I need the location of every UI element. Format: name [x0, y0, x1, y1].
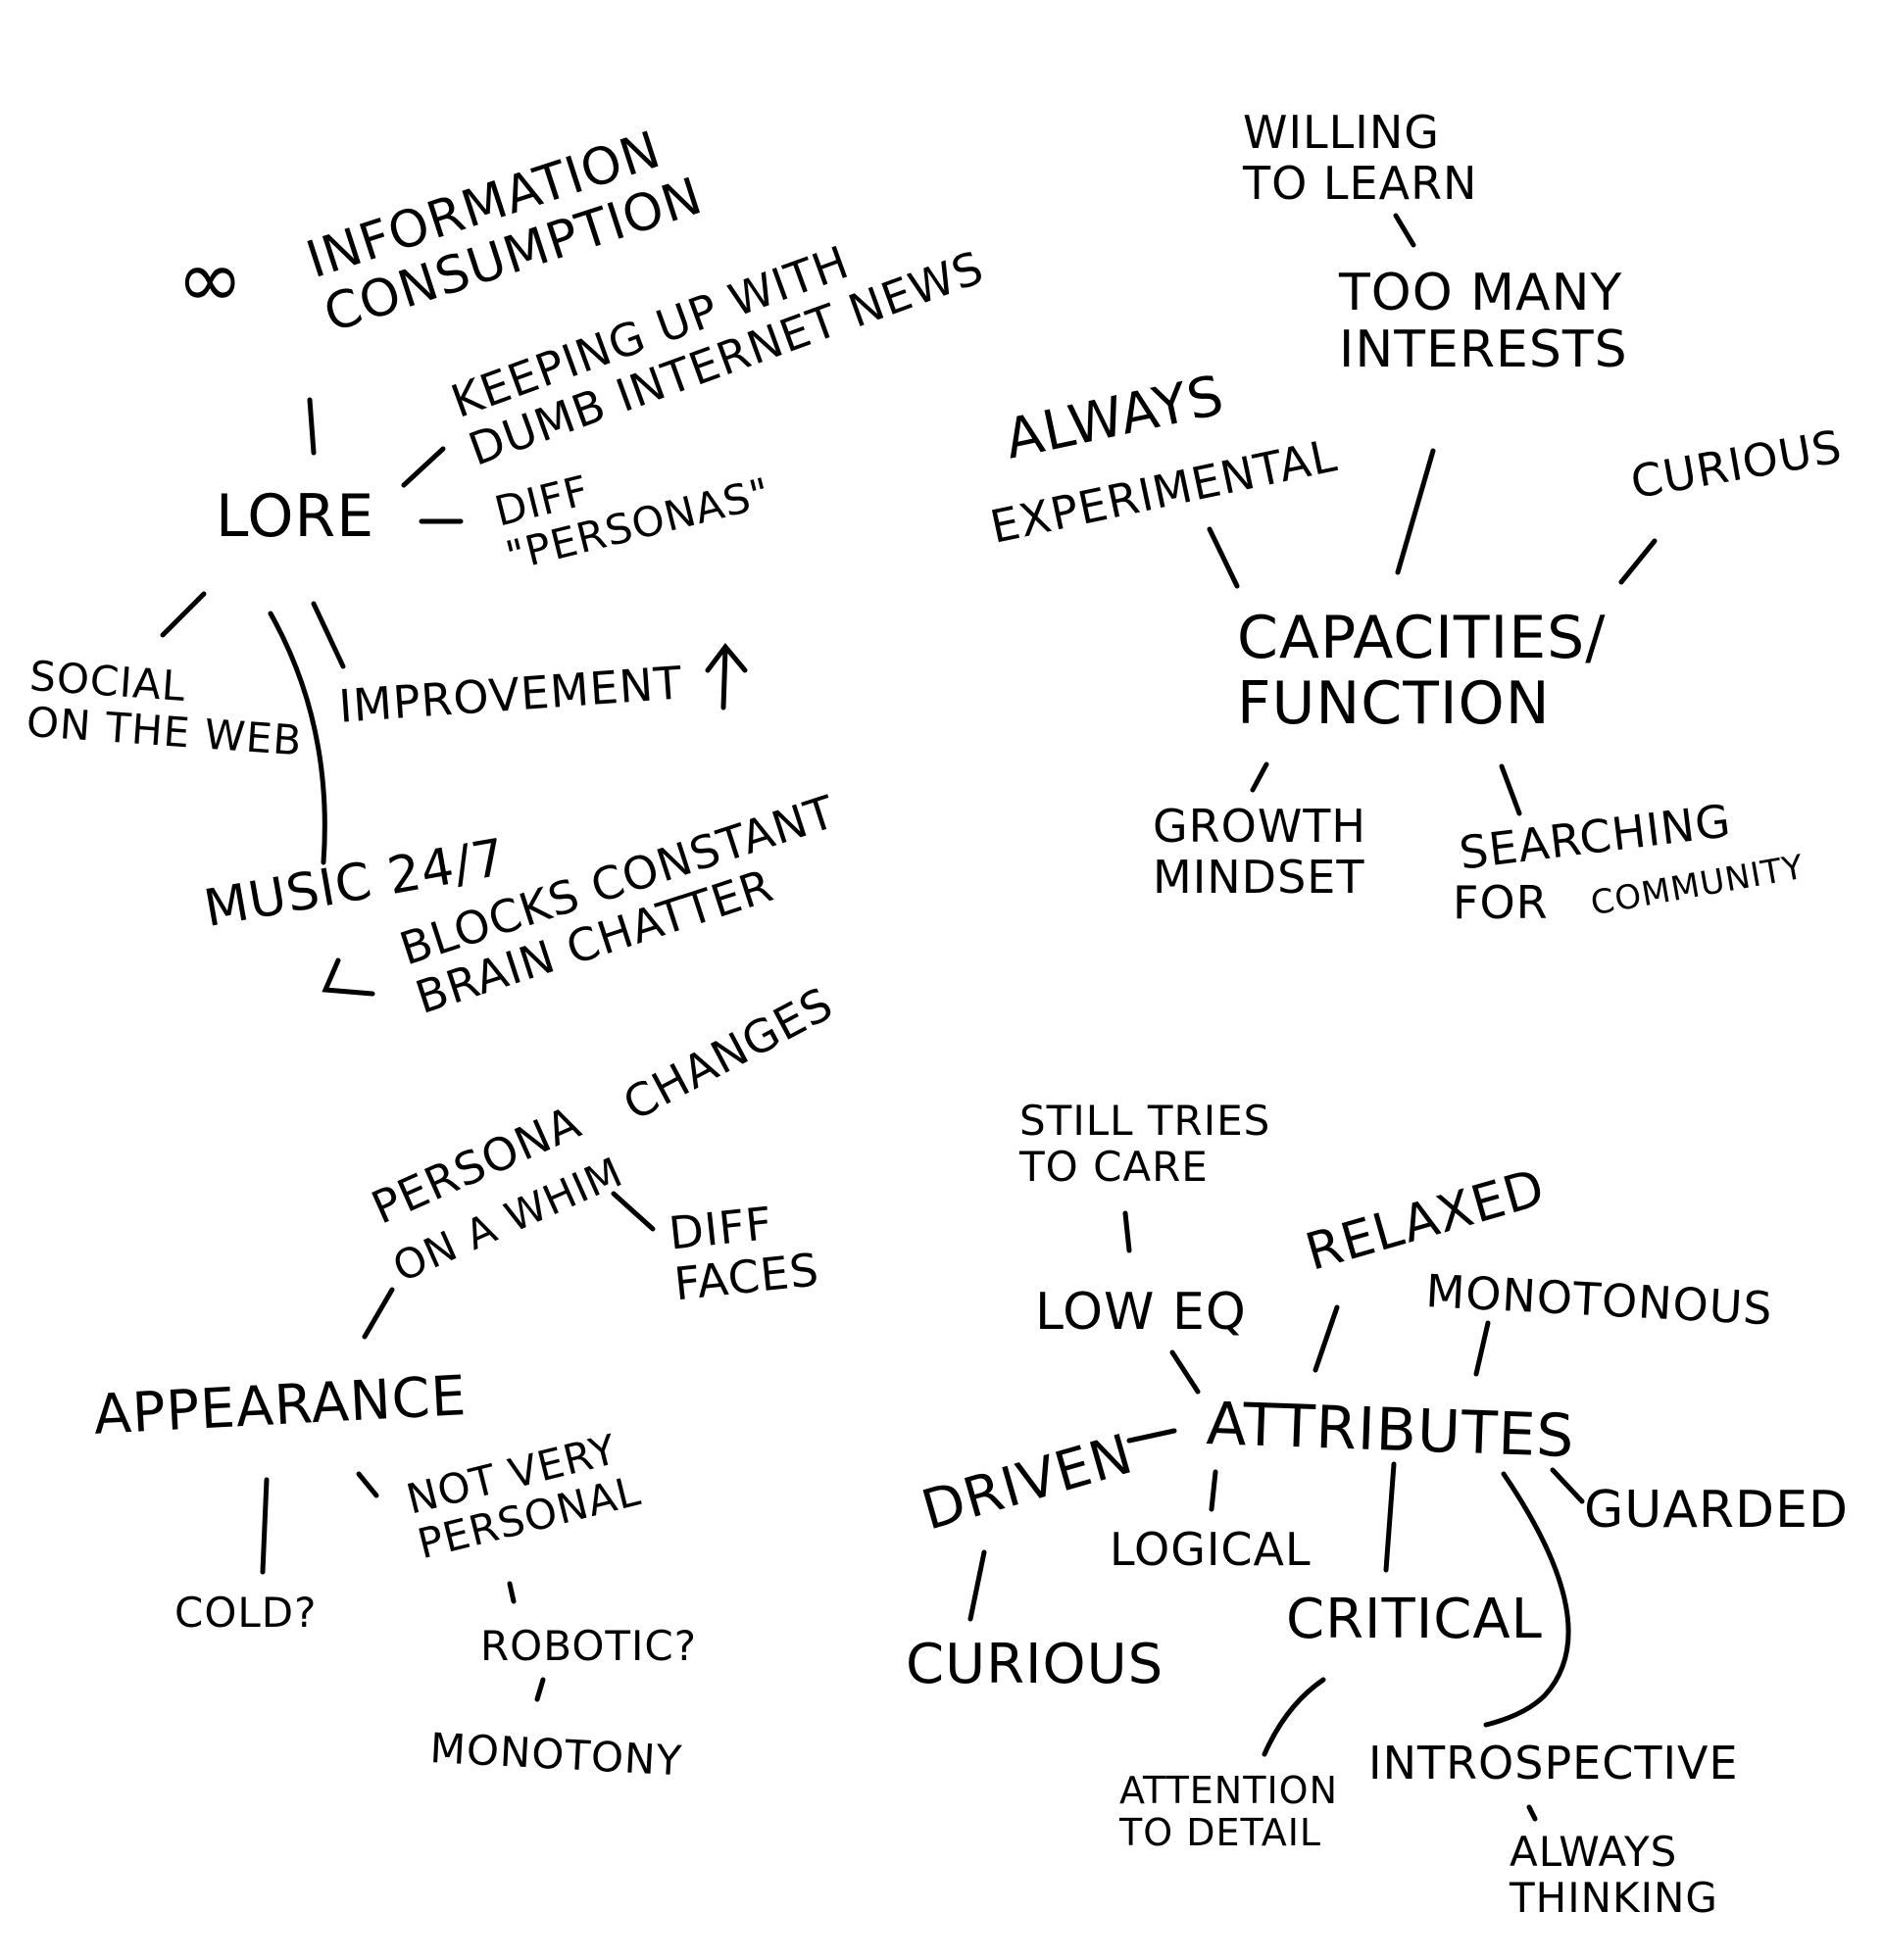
growth-mindset-label: GROWTH MINDSET	[1153, 800, 1366, 904]
always-thinking-label: ALWAYS THINKING	[1510, 1828, 1718, 1923]
link-experimental-cap	[1207, 526, 1240, 589]
link-lore-social	[160, 591, 207, 638]
logical-label: LOGICAL	[1110, 1523, 1312, 1576]
link-lore-keeping	[401, 446, 446, 488]
robotic-label: ROBOTIC?	[480, 1622, 698, 1670]
link-critical-attention	[1262, 1677, 1326, 1757]
link-appearance-notvery	[356, 1471, 379, 1498]
link-loweq-attributes	[1169, 1349, 1201, 1395]
for-label: FOR	[1453, 876, 1549, 929]
critical-label: CRITICAL	[1286, 1588, 1543, 1651]
link-robotic-monotony	[534, 1677, 546, 1702]
link-willing-interests	[1393, 213, 1416, 248]
link-persona-appearance	[362, 1287, 395, 1340]
introspective-label: INTROSPECTIVE	[1368, 1737, 1739, 1789]
link-lore-music	[268, 611, 327, 865]
link-notvery-robotic	[507, 1581, 517, 1604]
link-music-blocks	[322, 957, 375, 997]
link-lore-info	[307, 397, 317, 456]
cold-label: COLD?	[174, 1589, 318, 1637]
link-cap-searching	[1499, 763, 1522, 816]
attention-to-detail-label: ATTENTION TO DETAIL	[1119, 1769, 1338, 1854]
capacities-center-node: CAPACITIES/ FUNCTION	[1237, 604, 1607, 739]
low-eq-label: LOW EQ	[1035, 1283, 1247, 1342]
link-guarded-attributes	[1550, 1467, 1585, 1504]
lore-center-node: LORE	[216, 482, 375, 551]
link-appearance-cold	[260, 1477, 270, 1575]
curious-attributes-label: CURIOUS	[906, 1633, 1164, 1696]
link-cap-growth	[1250, 761, 1269, 793]
social-on-web-label: SOCIAL ON THE WEB	[25, 652, 304, 765]
infinity-icon: ∞	[176, 233, 244, 326]
improvement-arrow-line	[705, 642, 748, 710]
link-driven-attributes	[1126, 1428, 1177, 1444]
link-lore-improvement	[311, 601, 346, 669]
link-persona-faces	[611, 1191, 656, 1232]
link-attributes-introspective	[1483, 1471, 1571, 1728]
willing-to-learn-label: WILLING TO LEARN	[1243, 106, 1478, 210]
link-stilltries-loweq	[1122, 1210, 1132, 1253]
link-monotonous-attributes	[1473, 1320, 1491, 1377]
too-many-interests-label: TOO MANY INTERESTS	[1339, 264, 1628, 380]
link-curious-cap	[1618, 538, 1658, 585]
link-attributes-logical	[1209, 1469, 1218, 1512]
link-attributes-critical	[1383, 1461, 1397, 1573]
link-relaxed-attributes	[1312, 1304, 1340, 1373]
link-driven-curious	[967, 1549, 987, 1622]
link-introspective-thinking	[1526, 1804, 1538, 1822]
guarded-label: GUARDED	[1584, 1481, 1849, 1540]
still-tries-label: STILL TRIES TO CARE	[1019, 1097, 1271, 1192]
attributes-center-node: ATTRIBUTES	[1205, 1390, 1576, 1472]
diff-faces-label: DIFF FACES	[666, 1196, 822, 1310]
link-interests-cap	[1395, 448, 1436, 575]
